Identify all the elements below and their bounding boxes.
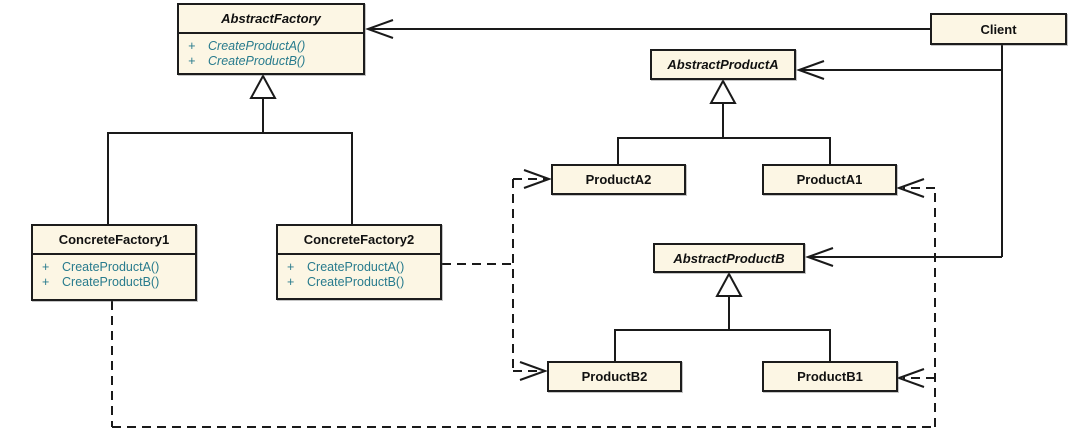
method-signature: CreateProductB() — [307, 275, 405, 289]
class-title: AbstractProductA — [667, 57, 779, 72]
open-arrowhead-icon — [896, 368, 925, 388]
association-client-to-abstractproducta — [796, 60, 1002, 80]
class-abstractproductb: AbstractProductB — [653, 243, 805, 273]
method-row: + CreateProductB() — [33, 275, 195, 290]
class-title: ConcreteFactory1 — [33, 226, 195, 255]
class-abstractfactory: AbstractFactory + CreateProductA() + Cre… — [177, 3, 365, 75]
method-row: + CreateProductA() — [179, 39, 363, 54]
open-arrowhead-icon — [365, 19, 394, 39]
inheritance-triangle-icon — [709, 78, 737, 104]
method-row: + CreateProductA() — [278, 260, 440, 275]
open-arrowhead-icon — [796, 60, 825, 80]
generalization-factories-to-abstractfactory — [107, 73, 353, 224]
dependency-arrowheads-cf2 — [519, 169, 552, 381]
class-title: ProductB1 — [797, 369, 863, 384]
open-arrowhead-icon — [896, 178, 925, 198]
method-row: + CreateProductA() — [33, 260, 195, 275]
method-visibility: + — [42, 275, 50, 289]
class-title: AbstractFactory — [179, 5, 363, 34]
class-productb1: ProductB1 — [762, 361, 898, 392]
dependency-concretefactory2-to-products — [442, 178, 547, 372]
class-methods: + CreateProductA() + CreateProductB() — [278, 255, 440, 290]
class-concretefactory1: ConcreteFactory1 + CreateProductA() + Cr… — [31, 224, 197, 301]
class-productb2: ProductB2 — [547, 361, 682, 392]
method-row: + CreateProductB() — [179, 54, 363, 69]
class-title: ProductA2 — [585, 172, 652, 187]
method-visibility: + — [188, 39, 196, 53]
generalization-products-to-abstractproductb — [614, 271, 831, 361]
inheritance-triangle-icon — [715, 271, 743, 297]
inheritance-triangle-icon — [249, 73, 277, 99]
dependency-arrowheads-cf1 — [896, 178, 925, 388]
open-arrowhead-icon — [523, 169, 552, 189]
association-client-to-abstractfactory — [365, 19, 930, 39]
class-producta2: ProductA2 — [551, 164, 686, 195]
class-title: Client — [980, 21, 1017, 37]
method-signature: CreateProductA() — [62, 260, 160, 274]
open-arrowhead-icon — [519, 361, 548, 381]
method-visibility: + — [188, 54, 196, 68]
class-title: AbstractProductB — [673, 250, 785, 266]
method-row: + CreateProductB() — [278, 275, 440, 290]
method-signature: CreateProductB() — [208, 54, 306, 68]
class-client: Client — [930, 13, 1067, 45]
class-title: ProductA1 — [796, 172, 863, 187]
method-signature: CreateProductA() — [307, 260, 405, 274]
method-visibility: + — [287, 275, 295, 289]
association-client-to-abstractproductb — [805, 247, 1002, 267]
method-visibility: + — [42, 260, 50, 274]
method-signature: CreateProductA() — [208, 39, 306, 53]
dependency-concretefactory1-to-products — [111, 187, 936, 428]
class-title: ConcreteFactory2 — [278, 226, 440, 255]
open-arrowhead-icon — [805, 247, 834, 267]
method-visibility: + — [287, 260, 295, 274]
class-methods: + CreateProductA() + CreateProductB() — [179, 34, 363, 69]
method-signature: CreateProductB() — [62, 275, 160, 289]
class-producta1: ProductA1 — [762, 164, 897, 195]
class-title: ProductB2 — [581, 369, 648, 384]
generalization-products-to-abstractproducta — [617, 78, 831, 164]
class-abstractproducta: AbstractProductA — [650, 49, 796, 80]
class-concretefactory2: ConcreteFactory2 + CreateProductA() + Cr… — [276, 224, 442, 300]
class-methods: + CreateProductA() + CreateProductB() — [33, 255, 195, 290]
